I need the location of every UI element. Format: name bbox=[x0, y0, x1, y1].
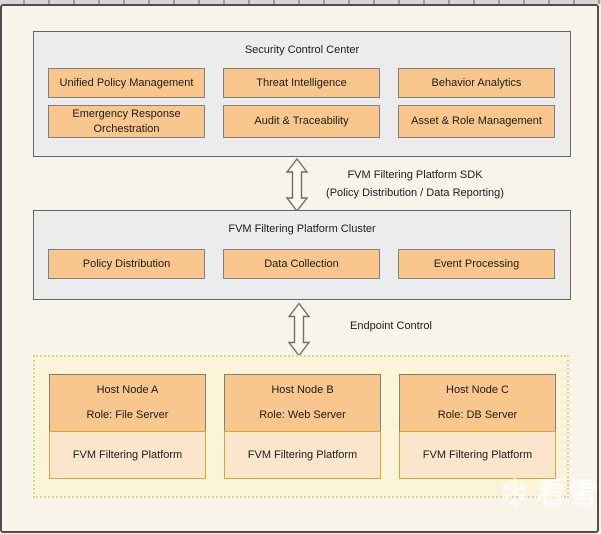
security-control-center-section: Security Control Center Unified Policy M… bbox=[33, 31, 571, 157]
host-role: Role: Web Server bbox=[259, 409, 346, 421]
module-data-collection: Data Collection bbox=[223, 249, 380, 279]
host-card-b: Host Node B Role: Web Server FVM Filteri… bbox=[224, 374, 381, 479]
module-threat-intelligence: Threat Intelligence bbox=[223, 68, 380, 98]
host-info: Host Node C Role: DB Server bbox=[399, 374, 556, 432]
double-arrow-icon bbox=[287, 302, 311, 357]
module-policy-distribution: Policy Distribution bbox=[48, 249, 205, 279]
host-card-c: Host Node C Role: DB Server FVM Filterin… bbox=[399, 374, 556, 479]
host-agent: FVM Filtering Platform bbox=[224, 431, 381, 479]
host-info: Host Node A Role: File Server bbox=[49, 374, 206, 432]
host-card-a: Host Node A Role: File Server FVM Filter… bbox=[49, 374, 206, 479]
sdk-link-label: FVM Filtering Platform SDK (Policy Distr… bbox=[320, 166, 510, 202]
module-unified-policy-management: Unified Policy Management bbox=[48, 68, 205, 98]
host-name: Host Node C bbox=[446, 384, 509, 396]
section-title: Security Control Center bbox=[244, 44, 360, 56]
sdk-link-label-line2: (Policy Distribution / Data Reporting) bbox=[326, 187, 504, 199]
module-event-processing: Event Processing bbox=[398, 249, 555, 279]
sdk-link-label-line1: FVM Filtering Platform SDK bbox=[347, 169, 483, 181]
double-arrow-icon bbox=[285, 158, 309, 212]
ruler-strip bbox=[0, 0, 601, 4]
module-emergency-response-orchestration: Emergency Response Orchestration bbox=[48, 105, 205, 138]
host-agent: FVM Filtering Platform bbox=[49, 431, 206, 479]
host-name: Host Node A bbox=[96, 384, 159, 396]
module-audit-traceability: Audit & Traceability bbox=[223, 105, 380, 138]
host-role: Role: File Server bbox=[86, 409, 169, 421]
section-title: FVM Filtering Platform Cluster bbox=[228, 223, 376, 235]
host-role: Role: DB Server bbox=[437, 409, 518, 421]
module-behavior-analytics: Behavior Analytics bbox=[398, 68, 555, 98]
host-name: Host Node B bbox=[271, 384, 334, 396]
host-info: Host Node B Role: Web Server bbox=[224, 374, 381, 432]
endpoint-zone: Host Node A Role: File Server FVM Filter… bbox=[33, 355, 569, 498]
host-agent: FVM Filtering Platform bbox=[399, 431, 556, 479]
fvm-cluster-section: FVM Filtering Platform Cluster Policy Di… bbox=[33, 210, 571, 300]
module-asset-role-management: Asset & Role Management bbox=[398, 105, 555, 138]
endpoint-link-label: Endpoint Control bbox=[350, 320, 432, 332]
